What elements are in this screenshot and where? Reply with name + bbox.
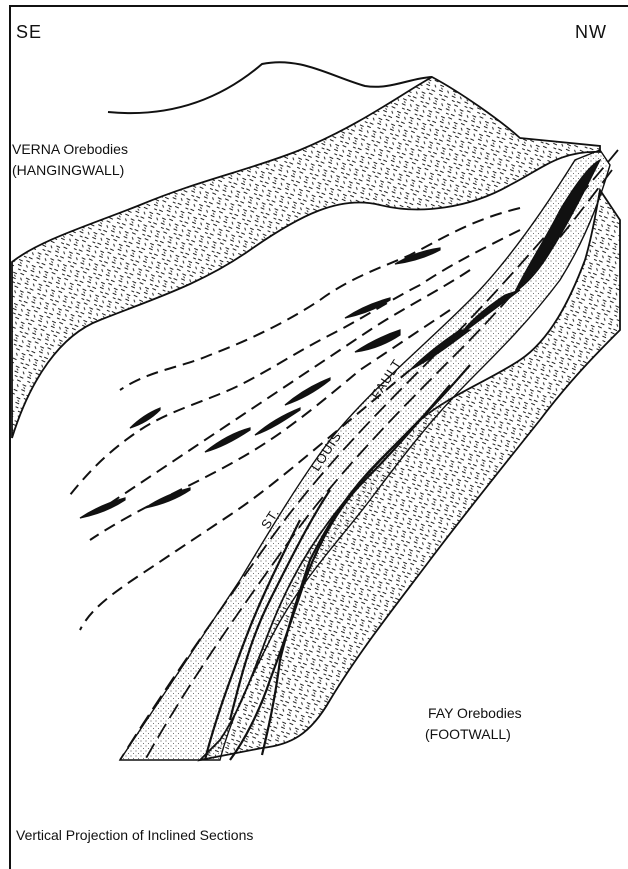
figure-caption: Vertical Projection of Inclined Sections	[16, 827, 253, 843]
footwall-orebody-label: FAY Orebodies	[428, 705, 522, 721]
direction-label-northwest: NW	[575, 22, 607, 43]
direction-label-southeast: SE	[16, 22, 42, 43]
hangingwall-orebody-label: VERNA Orebodies	[12, 141, 128, 157]
footwall-label: (FOOTWALL)	[425, 726, 511, 742]
hangingwall-label: (HANGINGWALL)	[12, 162, 124, 178]
topography-line	[108, 62, 432, 113]
